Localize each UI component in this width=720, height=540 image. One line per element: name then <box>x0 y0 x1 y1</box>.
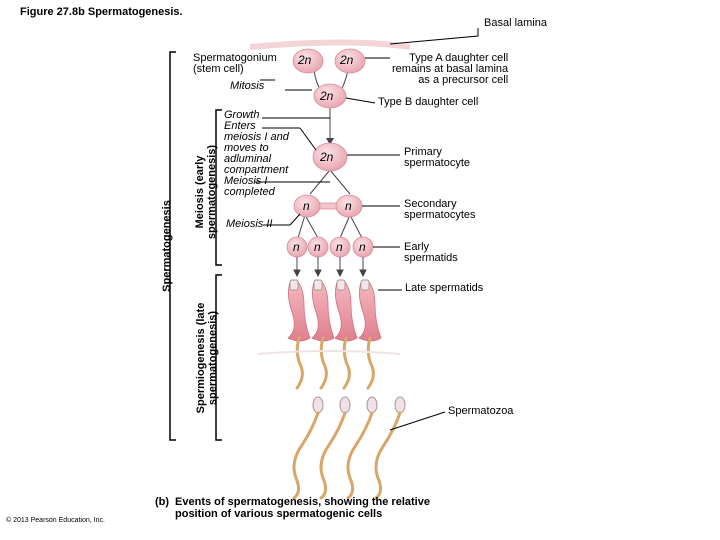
mitosis-label: Mitosis <box>230 80 265 92</box>
figure-caption: (b)Events of spermatogenesis, showing th… <box>155 496 430 520</box>
type-a-cell <box>334 48 366 74</box>
meiosis2-label: Meiosis II <box>226 218 273 230</box>
spermatogonium-label: Spermatogonium (stem cell) <box>193 52 277 75</box>
early-spermatids <box>286 236 374 258</box>
spermatid-ploidy-2: n <box>314 240 321 254</box>
caption-tag: (b) <box>155 496 170 508</box>
type-a-label: Type A daughter cell remains at basal la… <box>392 52 509 86</box>
spermatozoa <box>292 396 406 500</box>
spermatid-ploidy-1: n <box>293 240 300 254</box>
type-b-ploidy: 2n <box>319 89 334 103</box>
type-b-label: Type B daughter cell <box>378 96 479 108</box>
late-spermatids-label: Late spermatids <box>405 282 484 294</box>
spermiogenesis-bracket <box>215 274 222 441</box>
basal-lamina-band <box>249 39 411 50</box>
early-spermatids-label: Early spermatids <box>404 241 458 264</box>
primary-ploidy: 2n <box>319 150 334 164</box>
secondary-spermatocyte-left <box>293 194 321 218</box>
spermatozoa-label: Spermatozoa <box>448 405 514 417</box>
basal-lamina-leader <box>389 28 479 45</box>
secondary-ploidy-right: n <box>345 199 352 213</box>
copyright-notice: © 2013 Pearson Education, Inc. <box>6 517 105 524</box>
spermatid-ploidy-3: n <box>336 240 343 254</box>
primary-spermatocyte <box>312 142 348 172</box>
basal-lamina-label: Basal lamina <box>484 17 547 29</box>
primary-label: Primary spermatocyte <box>404 146 471 169</box>
stem-ploidy: 2n <box>297 53 312 67</box>
late-spermatids <box>287 279 382 342</box>
type-a-ploidy: 2n <box>339 53 354 67</box>
stem-cell <box>292 48 324 74</box>
growth-label: Growth Enters meiosis I and moves to adl… <box>224 109 289 198</box>
figure-title: Figure 27.8b Spermatogenesis. <box>20 6 183 18</box>
meiosis-bracket-label: Meiosis (early spermatogenesis) <box>194 144 218 240</box>
secondary-label: Secondary spermatocytes <box>404 198 476 221</box>
spermatogenesis-bracket-label: Spermatogenesis <box>161 200 173 292</box>
type-b-cell <box>313 83 347 109</box>
spermatogenesis-bracket <box>169 51 176 441</box>
spermiogenesis-bracket-label: Spermiogenesis (late spermatogenesis) <box>195 302 219 414</box>
secondary-ploidy-left: n <box>303 199 310 213</box>
spermatid-ploidy-4: n <box>359 240 366 254</box>
meiosis-bracket <box>215 109 222 266</box>
